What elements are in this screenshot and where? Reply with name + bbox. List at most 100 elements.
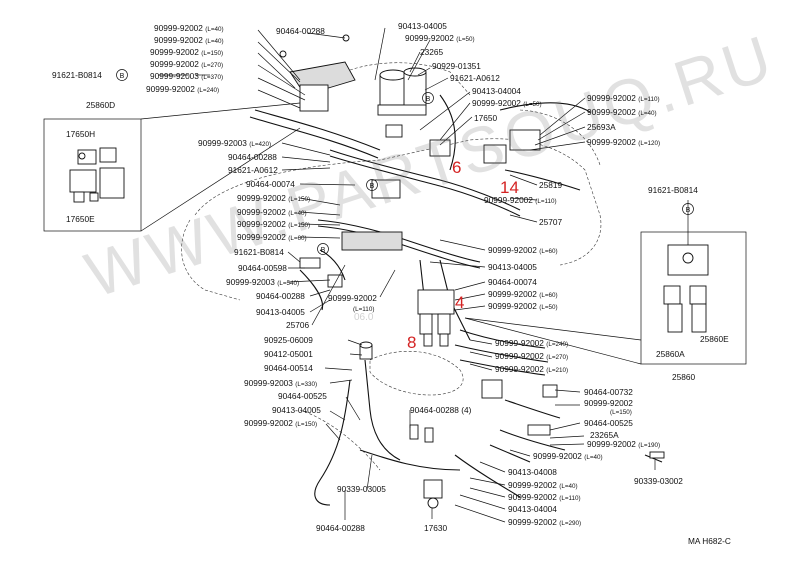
circle-mark-b1-text: B bbox=[120, 73, 125, 80]
part-label: 90999-92002 (L=40) bbox=[587, 107, 657, 117]
part-label: 90925-06009 bbox=[264, 335, 313, 345]
callout-8: 8 bbox=[407, 333, 416, 352]
part-label: (L=110) bbox=[353, 306, 374, 313]
part-label: 25819 bbox=[539, 180, 562, 190]
part-label: 90999-92002 (L=150) bbox=[150, 47, 223, 57]
part-label: 25860E bbox=[700, 334, 729, 344]
part-label: 90999-92002 (L=240) bbox=[146, 84, 219, 94]
part-label: (L=150) bbox=[610, 409, 632, 416]
part-label: 90413-04005 bbox=[398, 21, 447, 31]
part-label: 90999-92002 (L=110) bbox=[508, 492, 581, 502]
circle-mark-b5-text: B bbox=[686, 207, 691, 214]
part-label: 90413-04008 bbox=[508, 467, 557, 477]
part-label: 90999-92002 (L=50) bbox=[472, 98, 542, 108]
callouts: 6 14 4 8 bbox=[407, 158, 519, 352]
part-label: 90999-92002 (L=40) bbox=[154, 35, 224, 45]
part-label: 25860D bbox=[86, 100, 115, 110]
callout-14: 14 bbox=[500, 178, 519, 197]
circle-marks: B B B B B bbox=[116, 69, 694, 255]
part-label: 90413-04005 bbox=[488, 262, 537, 272]
part-label: 25693A bbox=[587, 122, 616, 132]
part-label: 90999-92003 (L=420) bbox=[198, 138, 271, 148]
part-label: 90999-92002 (L=270) bbox=[495, 351, 568, 361]
part-label: 90413-04004 bbox=[472, 86, 521, 96]
engine-outline bbox=[181, 62, 602, 471]
part-label: 90999-92002 bbox=[584, 398, 633, 408]
part-label: 90999-92002 (L=150) bbox=[237, 193, 310, 203]
inset-box-left bbox=[43, 102, 301, 232]
circle-mark-b2 bbox=[422, 92, 434, 104]
part-label: 25860A bbox=[656, 349, 685, 359]
circle-mark-b4-text: B bbox=[321, 247, 326, 254]
part-label: 90464-00288 bbox=[316, 523, 365, 533]
watermark-stamp: 06.0 bbox=[354, 312, 374, 323]
part-label: 90999-92002 (L=120) bbox=[587, 137, 660, 147]
part-label: 17650E bbox=[66, 214, 95, 224]
part-label: 90999-92003 (L=370) bbox=[150, 71, 223, 81]
part-label: 90464-00525 bbox=[278, 391, 327, 401]
part-label: 90464-00598 bbox=[238, 263, 287, 273]
part-label: 90464-00288 (4) bbox=[410, 405, 472, 415]
part-label: 90999-92002 (L=210) bbox=[495, 364, 568, 374]
circle-mark-b1 bbox=[116, 69, 128, 81]
part-label: 90339-03002 bbox=[634, 476, 683, 486]
part-label: 90999-92002 (L=150) bbox=[237, 219, 310, 229]
part-label: 90339-03005 bbox=[337, 484, 386, 494]
part-label: 90999-92002 (L=40) bbox=[533, 451, 603, 461]
part-label: 90464-00074 bbox=[246, 179, 295, 189]
part-label: 90412-05001 bbox=[264, 349, 313, 359]
leader-lines bbox=[158, 27, 689, 523]
part-label: 90999-92003 (L=330) bbox=[244, 378, 317, 388]
circle-mark-b5 bbox=[682, 203, 694, 215]
part-label: 90999-92002 (L=150) bbox=[244, 418, 317, 428]
part-label: 90999-92002 (L=40) bbox=[508, 480, 578, 490]
part-label: 90413-04005 bbox=[256, 307, 305, 317]
lower-parts bbox=[299, 179, 665, 509]
part-label: 90999-92002 (L=270) bbox=[150, 59, 223, 69]
part-label: 90999-92002 (L=40) bbox=[237, 207, 307, 217]
circle-mark-b3 bbox=[366, 179, 378, 191]
part-label: 90999-92002 (L=190) bbox=[587, 439, 660, 449]
part-label: 23265A bbox=[590, 430, 619, 440]
part-label: 90999-92002 (L=240) bbox=[495, 338, 568, 348]
part-label: 90464-00288 bbox=[256, 291, 305, 301]
diagram-code: MA H682-C bbox=[688, 536, 731, 546]
part-label: 90464-00525 bbox=[584, 418, 633, 428]
part-label: 90999-92002 (L=50) bbox=[405, 33, 475, 43]
part-label: 25707 bbox=[539, 217, 562, 227]
part-label: 17650 bbox=[474, 113, 497, 123]
inset-box-right bbox=[464, 231, 747, 365]
circle-mark-b2-text: B bbox=[426, 96, 431, 103]
part-label: 90999-92002 bbox=[328, 293, 377, 303]
part-label: 90464-00288 bbox=[276, 26, 325, 36]
part-label: 90999-92003 (L=540) bbox=[226, 277, 299, 287]
part-label: 90999-92002 (L=110) bbox=[587, 93, 660, 103]
part-label: 90999-92002 (L=60) bbox=[488, 289, 558, 299]
part-label: 91621-B0814 bbox=[234, 247, 284, 257]
callout-6: 6 bbox=[452, 158, 461, 177]
part-label: 90464-00074 bbox=[488, 277, 537, 287]
part-label: 91621-A0612 bbox=[228, 165, 278, 175]
part-label: 90929-01351 bbox=[432, 61, 481, 71]
part-label: 90464-00288 bbox=[228, 152, 277, 162]
part-label: 90999-92002 (L=290) bbox=[508, 517, 581, 527]
part-label: 90999-92002 (L=60) bbox=[488, 245, 558, 255]
circle-mark-b3-text: B bbox=[370, 183, 375, 190]
part-label: 90999-92002 (L=60) bbox=[237, 232, 307, 242]
top-parts bbox=[279, 34, 541, 164]
part-label: 90464-00732 bbox=[584, 387, 633, 397]
part-label: 90413-04004 bbox=[508, 504, 557, 514]
part-label: 91621-B0814 bbox=[52, 70, 102, 80]
hoses bbox=[249, 94, 663, 506]
part-label: 91621-B0814 bbox=[648, 185, 698, 195]
callout-4: 4 bbox=[455, 293, 464, 312]
part-label: 17630 bbox=[424, 523, 447, 533]
part-label: 90999-92002 (L=50) bbox=[488, 301, 558, 311]
part-label: 90413-04005 bbox=[272, 405, 321, 415]
part-label: 23265 bbox=[420, 47, 443, 57]
part-label: 90464-00514 bbox=[264, 363, 313, 373]
part-label: 90999-92002 (L=110) bbox=[484, 195, 557, 205]
part-label: 91621-A0612 bbox=[450, 73, 500, 83]
